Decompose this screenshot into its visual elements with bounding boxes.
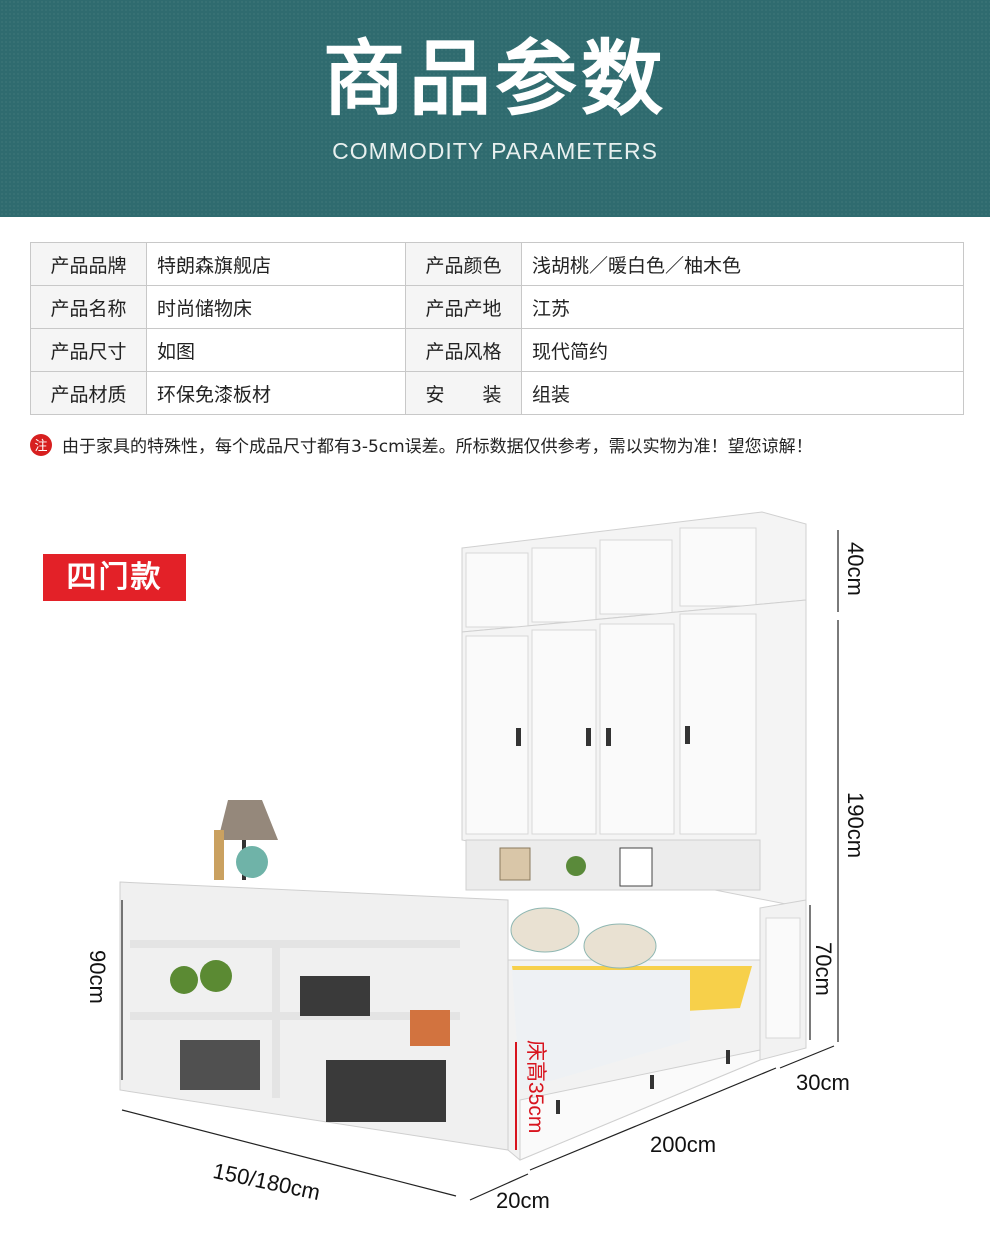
param-value: 如图 bbox=[146, 328, 406, 372]
dim-top-cabinet: 40cm bbox=[843, 542, 868, 596]
param-label: 产品产地 bbox=[405, 285, 522, 329]
page-subtitle: COMMODITY PARAMETERS bbox=[332, 138, 658, 164]
param-label: 产品风格 bbox=[405, 328, 522, 372]
disclaimer-note: 注 由于家具的特殊性，每个成品尺寸都有3-5cm误差。所标数据仅供参考，需以实物… bbox=[30, 432, 813, 457]
dim-wardrobe: 190cm bbox=[843, 792, 868, 859]
top-cabinet bbox=[461, 511, 807, 633]
param-value: 环保免漆板材 bbox=[146, 371, 406, 415]
param-value: 江苏 bbox=[521, 285, 964, 329]
param-label: 安 装 bbox=[405, 371, 522, 415]
param-label: 产品尺寸 bbox=[30, 328, 147, 372]
param-label: 产品名称 bbox=[30, 285, 147, 329]
param-value: 时尚储物床 bbox=[146, 285, 406, 329]
dim-bed-height: 床高35cm bbox=[524, 1040, 547, 1134]
dimension-lines bbox=[121, 530, 839, 1201]
param-label: 产品品牌 bbox=[30, 242, 147, 286]
param-value: 特朗森旗舰店 bbox=[146, 242, 406, 286]
note-text: 由于家具的特殊性，每个成品尺寸都有3-5cm误差。所标数据仅供参考，需以实物为准… bbox=[62, 437, 813, 457]
dim-side-depth: 30cm bbox=[796, 1070, 850, 1095]
table-row: 产品材质 环保免漆板材 安 装 组装 bbox=[30, 371, 964, 415]
dim-headboard-depth: 20cm bbox=[496, 1188, 550, 1213]
param-value: 现代简约 bbox=[521, 328, 964, 372]
side-cabinet bbox=[759, 899, 807, 1061]
dim-shelf-height: 90cm bbox=[85, 950, 110, 1004]
lamp bbox=[214, 800, 278, 880]
param-value: 浅胡桃／暖白色／柚木色 bbox=[521, 242, 964, 286]
table-row: 产品尺寸 如图 产品风格 现代简约 bbox=[30, 328, 964, 372]
wardrobe-doors bbox=[461, 599, 807, 909]
bed bbox=[507, 907, 761, 1161]
dim-bed-length: 200cm bbox=[650, 1132, 717, 1157]
dim-side-cabinet: 70cm bbox=[811, 942, 836, 996]
header-banner: 商品参数 COMMODITY PARAMETERS bbox=[0, 0, 990, 217]
table-row: 产品名称 时尚储物床 产品产地 江苏 bbox=[30, 285, 964, 329]
param-label: 产品颜色 bbox=[405, 242, 522, 286]
param-value: 组装 bbox=[521, 371, 964, 415]
headboard-shelf bbox=[465, 839, 761, 891]
params-table: 产品品牌 特朗森旗舰店 产品颜色 浅胡桃／暖白色／柚木色 产品名称 时尚储物床 … bbox=[30, 242, 964, 415]
page-title: 商品参数 bbox=[322, 32, 667, 127]
model-badge: 四门款 bbox=[43, 554, 186, 601]
front-bookshelf bbox=[119, 881, 509, 1151]
table-row: 产品品牌 特朗森旗舰店 产品颜色 浅胡桃／暖白色／柚木色 bbox=[30, 242, 964, 286]
note-icon: 注 bbox=[30, 433, 52, 456]
